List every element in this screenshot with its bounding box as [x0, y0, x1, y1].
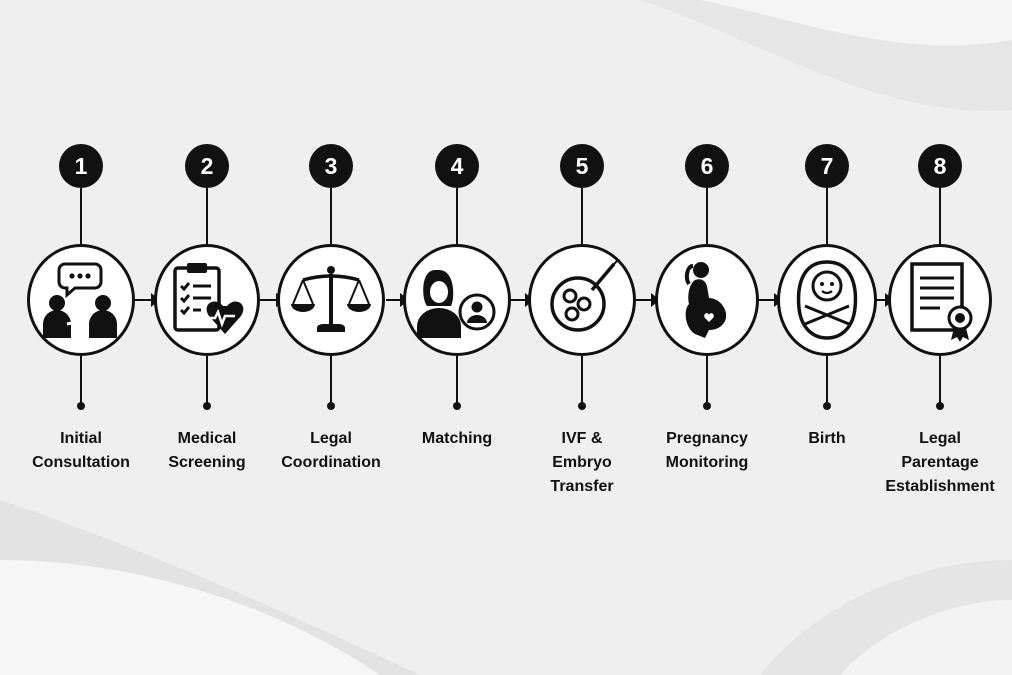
step-label-line: IVF &: [561, 430, 603, 447]
connector-line: [80, 356, 82, 407]
arrow-4-5: [511, 293, 534, 307]
connector-line: [206, 356, 208, 407]
step-label-line: Transfer: [550, 478, 614, 495]
step-icon-circle: [888, 244, 992, 356]
step-label: Legal Parentage Establishment: [868, 427, 1012, 499]
connector-line: [706, 356, 708, 407]
connector-line: [330, 356, 332, 407]
connector-dot: [703, 402, 711, 410]
connector-dot: [936, 402, 944, 410]
arrow-3-4: [386, 293, 409, 307]
petri-dish-icon: [550, 259, 619, 332]
step-label-line: Birth: [808, 430, 846, 447]
step-label-line: Matching: [421, 430, 493, 447]
step-icon-circle: [528, 244, 636, 356]
step-icon-circle: [777, 244, 877, 356]
step-number-badge: 7: [805, 144, 849, 188]
connector-line: [80, 188, 82, 244]
step-label: Initial Consultation: [11, 427, 151, 475]
step-label-line: Coordination: [281, 454, 381, 471]
step-number-badge: 4: [435, 144, 479, 188]
step-label: IVF & Embryo Transfer: [512, 427, 652, 499]
step-icon-circle: [403, 244, 511, 356]
arrow-6-7: [758, 293, 783, 307]
step-number-badge: 3: [309, 144, 353, 188]
step-label-line: Legal: [919, 430, 961, 447]
connector-line: [206, 188, 208, 244]
step-label-line: Embryo: [552, 454, 612, 471]
medical-screening-icon: [173, 263, 244, 334]
step-icon-circle: [154, 244, 260, 356]
step-label-line: Legal: [310, 430, 352, 447]
step-label: Pregnancy Monitoring: [637, 427, 777, 475]
connector-dot: [327, 402, 335, 410]
arrow-5-6: [636, 293, 660, 307]
step-label-line: Parentage: [901, 454, 979, 471]
connector-line: [939, 188, 941, 244]
connector-line: [826, 188, 828, 244]
step-label-line: Monitoring: [665, 454, 749, 471]
step-label-line: Establishment: [885, 478, 995, 495]
connector-line: [456, 188, 458, 244]
connector-line: [826, 356, 828, 407]
step-label-line: Pregnancy: [666, 430, 748, 447]
step-icon-circle: [655, 244, 759, 356]
step-label: Matching: [387, 427, 527, 451]
step-label: Legal Coordination: [261, 427, 401, 475]
connector-line: [581, 188, 583, 244]
matching-icon: [417, 270, 496, 338]
step-number-badge: 6: [685, 144, 729, 188]
step-icon-circle: [277, 244, 385, 356]
connector-line: [706, 188, 708, 244]
step-number-badge: 8: [918, 144, 962, 188]
connector-dot: [77, 402, 85, 410]
connector-dot: [203, 402, 211, 410]
step-icon-circle: [27, 244, 135, 356]
connector-line: [581, 356, 583, 407]
scales-of-justice-icon: [291, 266, 371, 332]
swaddled-baby-icon: [796, 260, 858, 340]
arrow-1-2: [135, 293, 160, 307]
connector-dot: [823, 402, 831, 410]
step-label: Medical Screening: [137, 427, 277, 475]
connector-dot: [453, 402, 461, 410]
step-number-badge: 5: [560, 144, 604, 188]
certificate-icon: [910, 262, 973, 342]
step-label-line: Screening: [168, 454, 246, 471]
connector-line: [456, 356, 458, 407]
step-label-line: Initial: [60, 430, 102, 447]
step-number-badge: 2: [185, 144, 229, 188]
step-label-line: Medical: [177, 430, 237, 447]
consultation-icon: [43, 262, 117, 338]
connector-line: [330, 188, 332, 244]
step-label: Birth: [757, 427, 897, 451]
step-label-line: Consultation: [32, 454, 130, 471]
connector-line: [939, 356, 941, 407]
pregnant-woman-icon: [684, 262, 727, 338]
connector-dot: [578, 402, 586, 410]
step-number-badge: 1: [59, 144, 103, 188]
